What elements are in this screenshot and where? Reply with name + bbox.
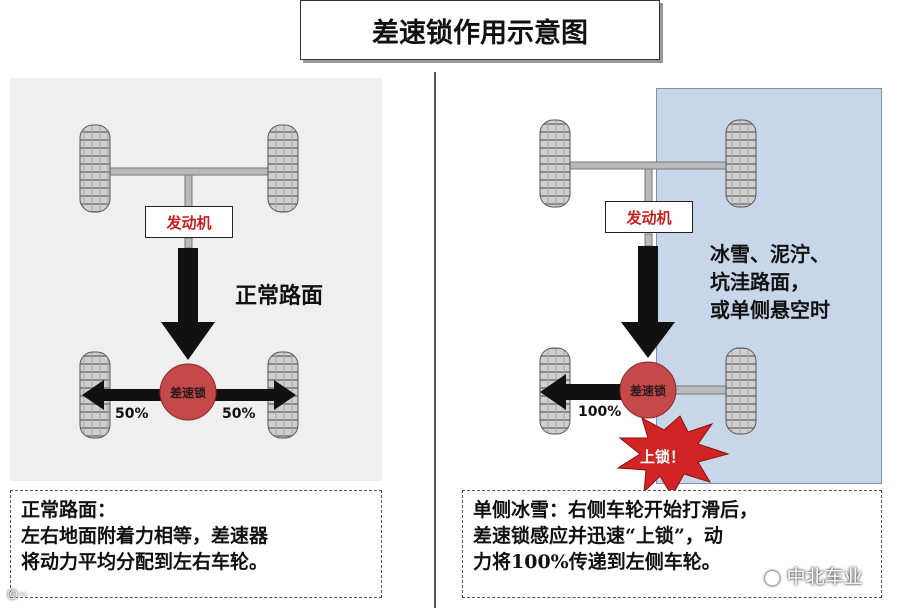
left-split-arrow-left [82,380,162,410]
right-desc-line2: 差速锁感应并迅速“上锁”，动 [473,525,723,547]
ice-road-panel [656,88,882,484]
right-desc-line3: 力将100%传递到左侧车轮。 [473,551,721,573]
right-front-left-wheel [539,119,571,208]
left-desc-heading: 正常路面： [21,499,117,521]
left-diff-label: 差速锁 [169,386,206,400]
left-description: 正常路面： 左右地面附着力相等，差速器 将动力平均分配到左右车轮。 [10,490,382,598]
left-split-arrow-right [214,380,296,410]
diagram-title: 差速锁作用示意图 [300,0,660,60]
right-percent-left: 100% [578,404,622,420]
left-front-left-wheel [79,124,111,213]
left-power-arrow [161,248,215,360]
ice-condition-text: 冰雪、泥泞、 坑洼路面， 或单侧悬空时 [710,240,830,324]
lock-label: 上锁！ [640,448,686,466]
watermark-right-text: 中北车业 [786,566,863,588]
right-desc-line1: 单侧冰雪：右侧车轮开始打滑后， [473,499,759,521]
left-driveshaft [184,174,193,208]
right-left-arrow [540,374,622,410]
right-rear-right-wheel [725,347,757,435]
right-front-right-wheel [725,119,757,208]
right-power-arrow [621,246,675,358]
left-desc-line2: 将动力平均分配到左右车轮。 [21,551,269,573]
wechat-icon: ● [764,566,781,588]
right-differential [619,361,677,419]
right-drivetrain [539,119,757,498]
left-front-axle [104,167,276,176]
right-engine-box: 发动机 [605,201,693,233]
left-front-right-wheel [267,124,299,213]
right-description: 单侧冰雪：右侧车轮开始打滑后， 差速锁感应并迅速“上锁”，动 力将100%传递到… [462,490,882,598]
watermark-right: ● 中北车业 [764,562,863,589]
ice-line-2: 坑洼路面， [710,270,810,294]
right-diff-label: 差速锁 [629,384,666,398]
left-differential [159,363,217,421]
lock-burst [616,415,730,498]
ice-line-1: 冰雪、泥泞、 [710,242,830,266]
watermark-left: ©·· [6,588,28,603]
center-divider [434,72,436,608]
left-drivetrain [79,124,299,439]
left-percent-left: 50% [115,406,149,422]
left-road-label: 正常路面 [235,283,324,309]
right-front-axle [567,161,731,170]
left-engine-box: 发动机 [145,206,233,238]
left-desc-line1: 左右地面附着力相等，差速器 [21,525,269,547]
right-driveshaft [644,168,653,204]
left-percent-right: 50% [222,406,256,422]
ice-line-3: 或单侧悬空时 [710,298,830,322]
